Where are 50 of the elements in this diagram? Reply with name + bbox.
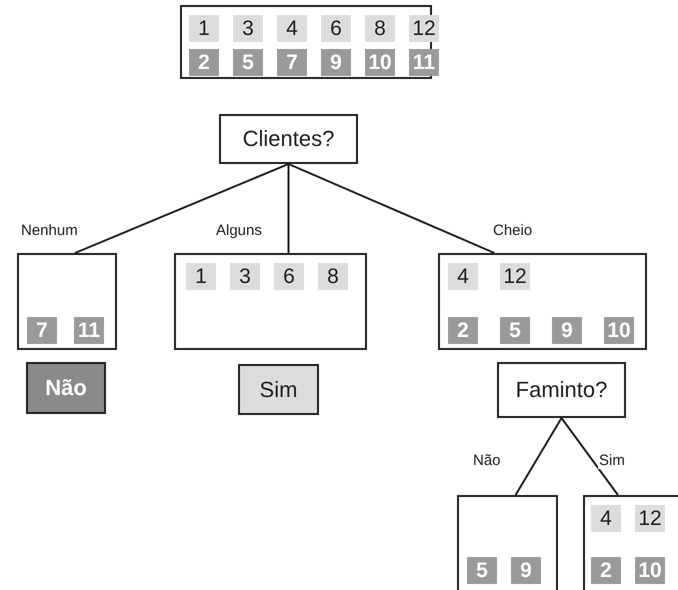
- example-set-box: [174, 253, 367, 350]
- branch-line: [288, 164, 290, 253]
- negative-example-tag: 10: [604, 317, 634, 344]
- branch-line: [560, 417, 619, 496]
- negative-example-tag: 2: [448, 317, 478, 344]
- negative-example-tag: 9: [511, 557, 541, 584]
- node-label: Não: [45, 375, 87, 401]
- positive-example-tag: 6: [274, 263, 304, 290]
- example-set-box: [438, 253, 647, 350]
- positive-example-tag: 4: [448, 263, 478, 290]
- positive-example-tag: 1: [189, 15, 219, 42]
- negative-example-tag: 7: [277, 49, 307, 76]
- negative-example-tag: 11: [409, 49, 439, 76]
- node-label: Sim: [260, 376, 298, 402]
- negative-example-tag: 11: [74, 317, 104, 344]
- attribute-test-box: [219, 114, 358, 164]
- positive-example-tag: 1: [186, 263, 216, 290]
- negative-example-tag: 5: [233, 49, 263, 76]
- positive-example-tag: 12: [409, 15, 439, 42]
- class-label-box: [26, 362, 106, 414]
- negative-example-tag: 5: [500, 317, 530, 344]
- negative-example-tag: 9: [552, 317, 582, 344]
- negative-example-tag: 7: [27, 317, 57, 344]
- positive-example-tag: 4: [277, 15, 307, 42]
- negative-example-tag: 5: [467, 557, 497, 584]
- negative-example-tag: 2: [591, 557, 621, 584]
- example-set-box: [17, 253, 117, 350]
- positive-example-tag: 3: [233, 15, 263, 42]
- positive-example-tag: 8: [365, 15, 395, 42]
- positive-example-tag: 12: [635, 505, 665, 532]
- positive-example-tag: 3: [230, 263, 260, 290]
- node-label: Faminto?: [516, 377, 608, 403]
- node-label: Clientes?: [242, 126, 334, 152]
- negative-example-tag: 2: [189, 49, 219, 76]
- branch-line: [514, 417, 562, 496]
- class-label-box: [238, 364, 319, 415]
- branch-line: [288, 163, 495, 254]
- edge-label: Sim: [598, 452, 626, 469]
- negative-example-tag: 9: [321, 49, 351, 76]
- positive-example-tag: 8: [318, 263, 348, 290]
- positive-example-tag: 6: [321, 15, 351, 42]
- negative-example-tag: 10: [365, 49, 395, 76]
- negative-example-tag: 10: [635, 557, 665, 584]
- example-set-box: [457, 495, 558, 590]
- edge-label: Alguns: [215, 222, 263, 239]
- positive-example-tag: 12: [500, 263, 530, 290]
- example-set-box: [583, 495, 678, 590]
- positive-example-tag: 4: [591, 505, 621, 532]
- attribute-test-box: [497, 362, 626, 418]
- branch-line: [74, 163, 289, 254]
